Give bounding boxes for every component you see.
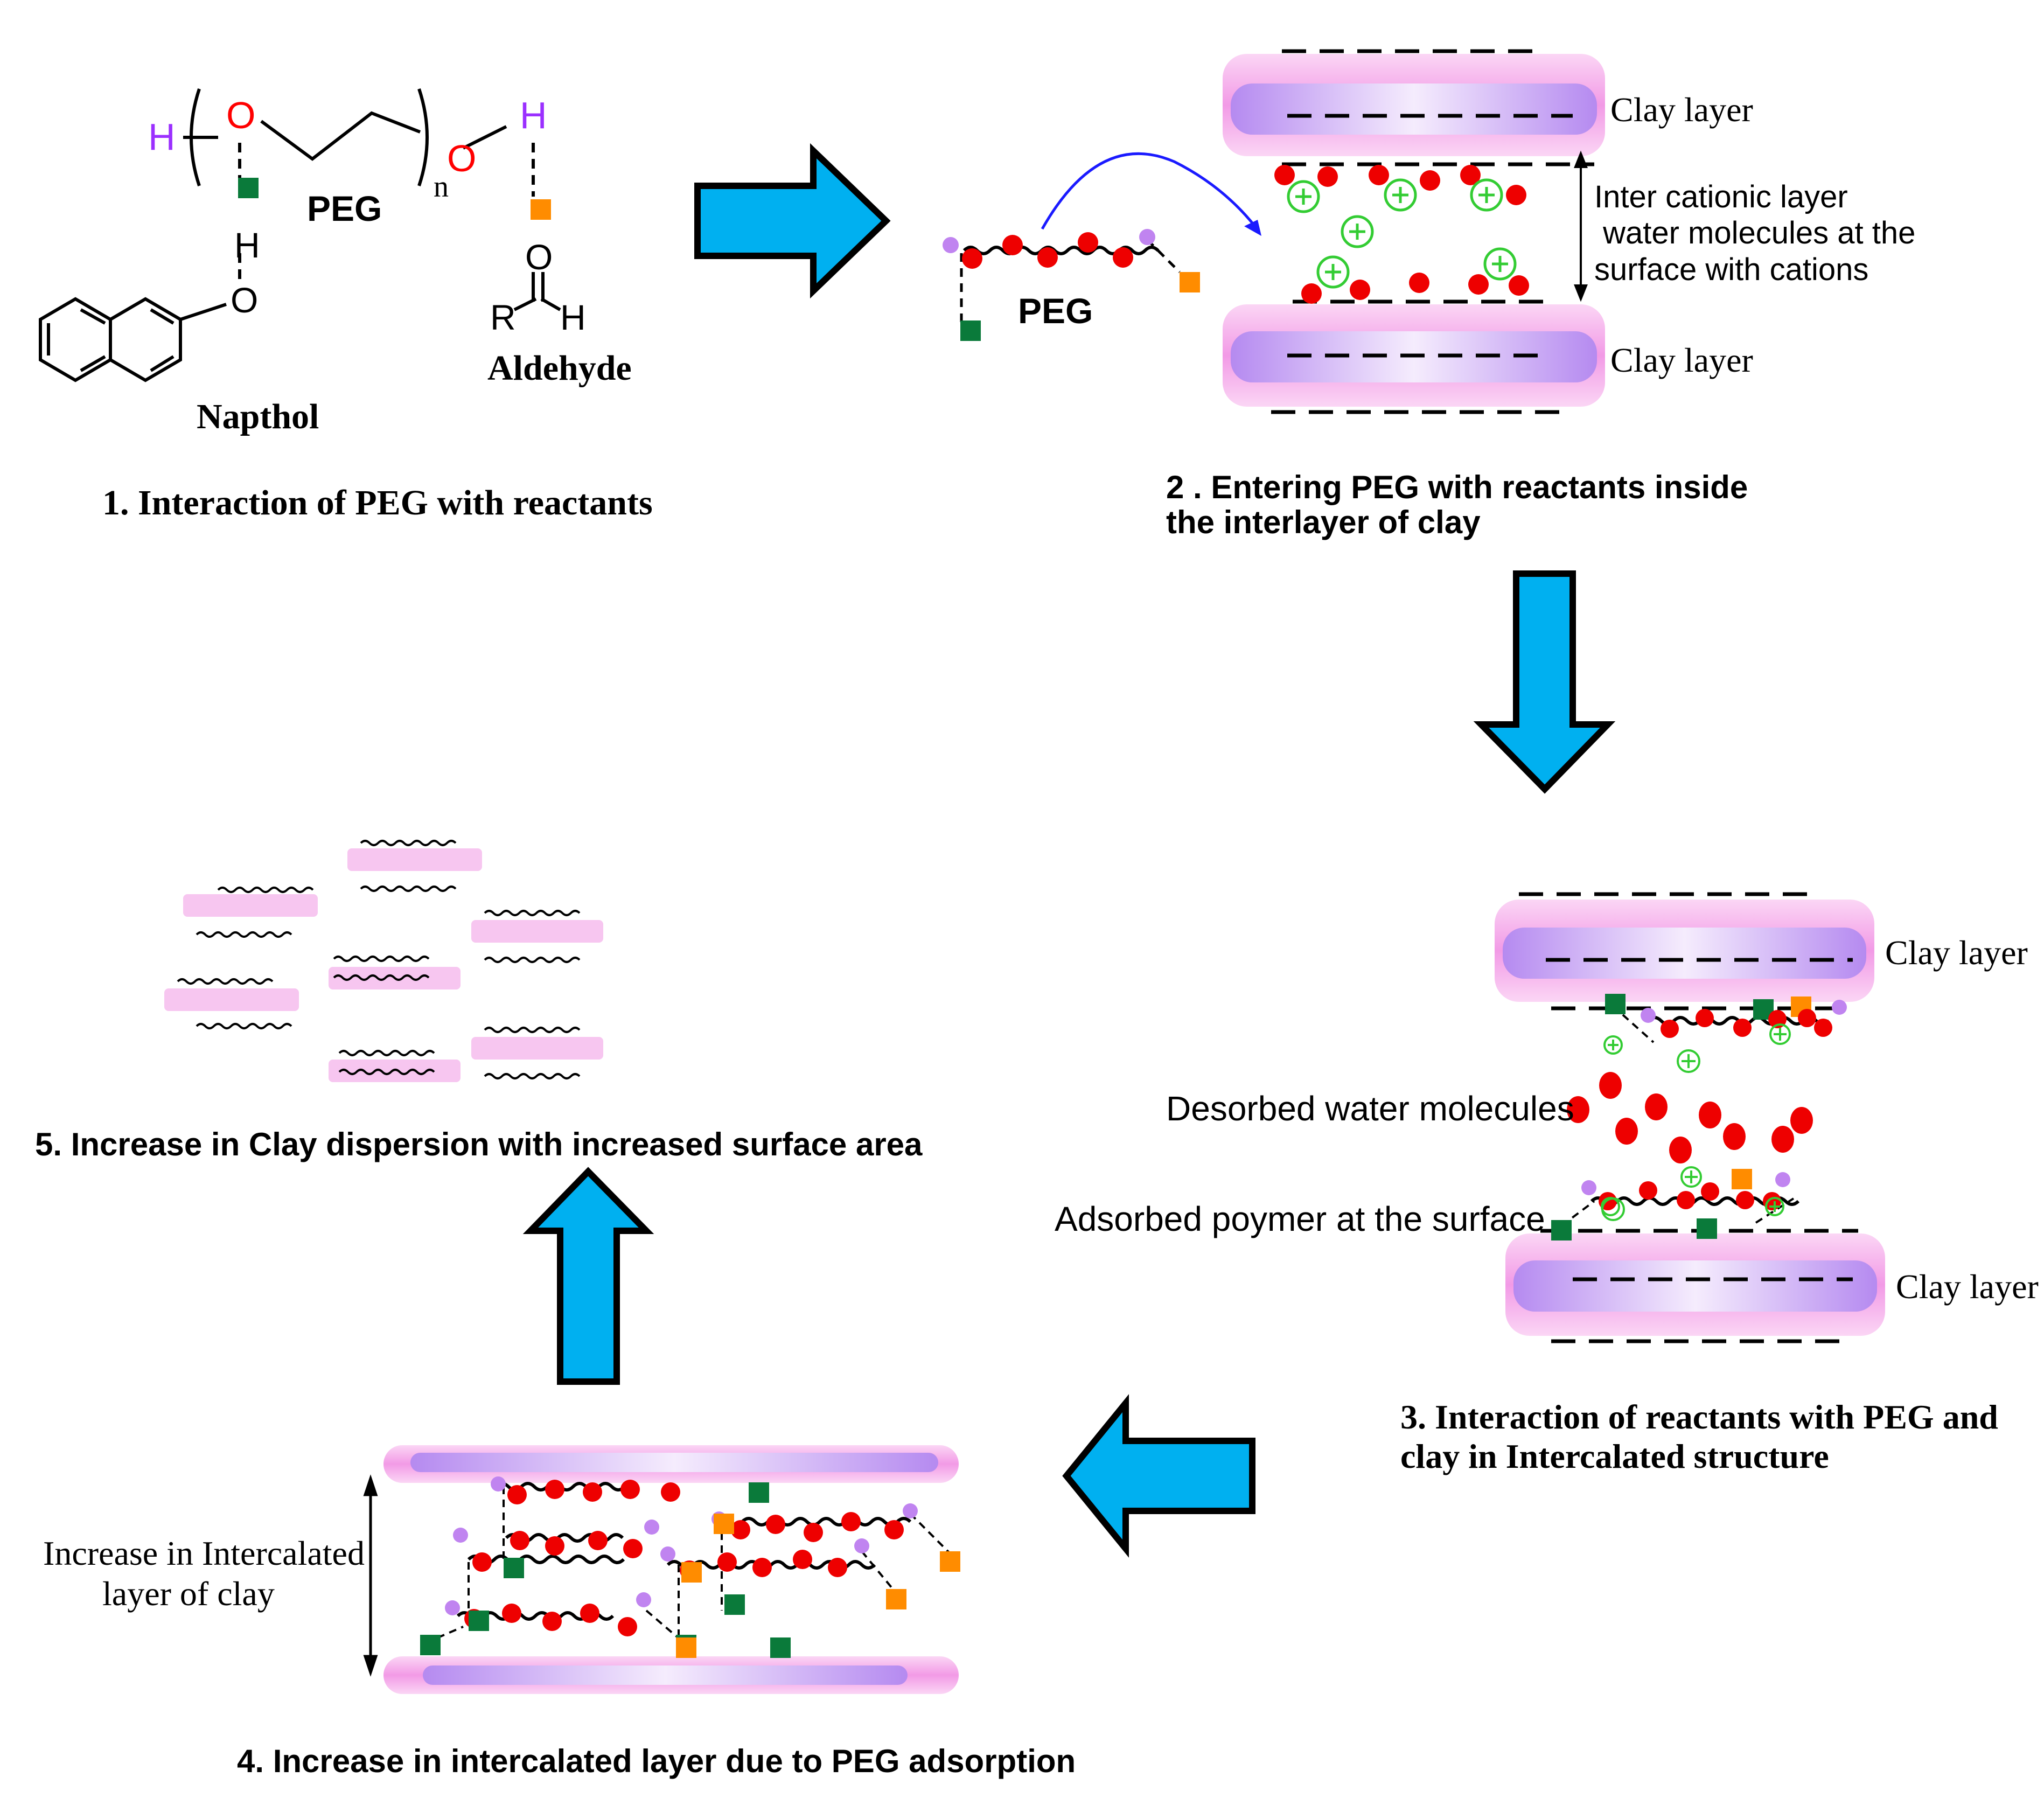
adsorbed-polymer-bottom: [1551, 1169, 1800, 1241]
p4-orange-squares: [676, 1514, 960, 1658]
double-arrow-p4: [363, 1474, 378, 1677]
panel-5: 5. Increase in Clay dispersion with incr…: [35, 840, 923, 1162]
aldehyde-h: H: [560, 297, 586, 337]
chem-n-subscript: n: [434, 170, 449, 204]
desorbed-water: [1567, 1072, 1813, 1163]
clay-layer-top-p3: [1495, 900, 1874, 1002]
clay-bottom-label-p3: Clay layer: [1896, 1267, 2039, 1306]
p4-side-label-line2: layer of clay: [102, 1574, 275, 1613]
clay-top-label: Clay layer: [1610, 90, 1753, 129]
interlayer-water: [1274, 165, 1529, 304]
naphthol-structure: [39, 297, 227, 382]
naphthol-h: H: [234, 225, 260, 265]
curved-arrow-head-icon: [1244, 220, 1261, 236]
panel-3: Clay layer Clay layer Desorbed water mol…: [1055, 892, 2039, 1475]
panel-2-caption-line2: the interlayer of clay: [1166, 504, 1481, 540]
panel-2: PEG Clay layer Clay layer Inter cationic…: [943, 49, 1915, 540]
p4-green-squares: [420, 1482, 791, 1658]
clay-top-label-p3: Clay layer: [1885, 933, 2028, 972]
panel-3-caption-line2: clay in Intercalated structure: [1400, 1437, 1829, 1475]
intercalated-peg-chains: [456, 1482, 912, 1621]
cations-p3: [1601, 1023, 1791, 1221]
panel-3-caption-line1: 3. Interaction of reactants with PEG and: [1400, 1398, 1998, 1436]
clay-bottom-label: Clay layer: [1610, 341, 1753, 379]
p4-side-label-line1: Increase in Intercalated: [43, 1534, 365, 1572]
chem-h-left: H: [148, 116, 176, 158]
panel-5-caption: 5. Increase in Clay dispersion with incr…: [35, 1126, 923, 1162]
gap-label-line1: Inter cationic layer: [1594, 179, 1848, 214]
green-square-marker: [238, 178, 259, 198]
panel-4: Increase in Intercalated layer of clay 4…: [43, 1445, 1076, 1779]
naphthol-label: Napthol: [197, 397, 319, 436]
desorbed-label: Desorbed water molecules: [1166, 1089, 1574, 1128]
clay-layer-bottom-p3: [1505, 1233, 1885, 1336]
naphthol-o: O: [231, 280, 258, 320]
arrow-left-icon: [1062, 1394, 1255, 1558]
clay-layer-bottom-p4: [383, 1656, 959, 1694]
panel-1-caption: 1. Interaction of PEG with reactants: [102, 483, 653, 522]
adsorbed-label: Adsorbed poymer at the surface: [1055, 1200, 1545, 1238]
aldehyde-label: Aldehyde: [487, 349, 632, 388]
panel-1: H O n O H PEG H O Napthol O R: [39, 88, 653, 522]
dispersed-peg-chains: [177, 840, 581, 1079]
aldehyde-o: O: [525, 237, 553, 277]
aldehyde-r: R: [490, 297, 516, 337]
clay-layer-top: [1223, 54, 1605, 156]
aldehyde-structure: [513, 272, 561, 311]
peg-label: PEG: [307, 189, 382, 228]
negative-charges-p3: [1519, 892, 1858, 1343]
peg-chain-entering: [943, 229, 1200, 341]
gap-double-arrow: [1574, 150, 1588, 302]
panel-4-caption: 4. Increase in intercalated layer due to…: [237, 1743, 1076, 1779]
dispersed-clay-platelets: [164, 848, 603, 1082]
panel-2-caption-line1: 2 . Entering PEG with reactants inside: [1166, 469, 1748, 505]
orange-square-marker: [531, 199, 551, 220]
chem-o-right: O: [447, 137, 476, 179]
curved-arrow-icon: [1041, 152, 1256, 230]
peg-label-panel2: PEG: [1018, 291, 1093, 331]
clay-layer-top-p4: [383, 1445, 959, 1483]
peg-structure: [183, 88, 535, 280]
gap-label-line3: surface with cations: [1594, 252, 1868, 287]
chem-o-left: O: [226, 94, 255, 136]
arrow-up-icon: [522, 1167, 654, 1385]
arrow-down-icon: [1473, 570, 1616, 794]
gap-label-line2: water molecules at the: [1594, 215, 1915, 250]
negative-charges: [1271, 49, 1594, 414]
cations: [1287, 178, 1517, 289]
chem-h-right: H: [520, 94, 547, 136]
arrow-right-icon: [694, 143, 891, 299]
